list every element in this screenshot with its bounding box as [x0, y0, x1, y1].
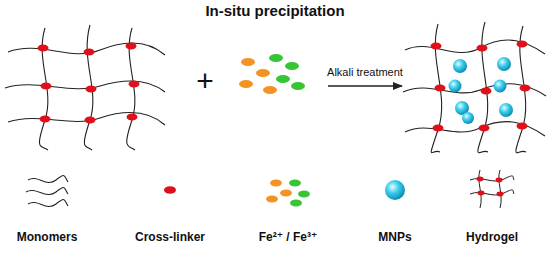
cross-linker-sample: [164, 186, 176, 194]
legend-label: Hydrogel: [466, 231, 518, 245]
cross-links: [38, 43, 140, 124]
reaction-arrow: [328, 85, 402, 86]
diagram-title: In-situ precipitation: [205, 2, 344, 19]
hydrogel-sample: [470, 170, 514, 208]
cross-links: [431, 41, 531, 132]
polymer-network: [5, 25, 165, 150]
legend-label: MNPs: [378, 231, 411, 245]
magnetic-nanoparticles: [449, 57, 514, 124]
legend-label: Fe²⁺ / Fe³⁺: [259, 231, 318, 245]
arrow-label: Alkali treatment: [325, 66, 405, 79]
iron-ion-sample: [266, 180, 310, 207]
mnp-sample: [385, 180, 405, 200]
legend-label: Monomers: [17, 231, 78, 245]
legend-label: Cross-linker: [135, 231, 205, 245]
monomer-sample: [26, 176, 68, 207]
plus-sign: +: [196, 64, 214, 99]
hydrogel-network: [403, 22, 546, 153]
iron-ions: [239, 54, 305, 94]
